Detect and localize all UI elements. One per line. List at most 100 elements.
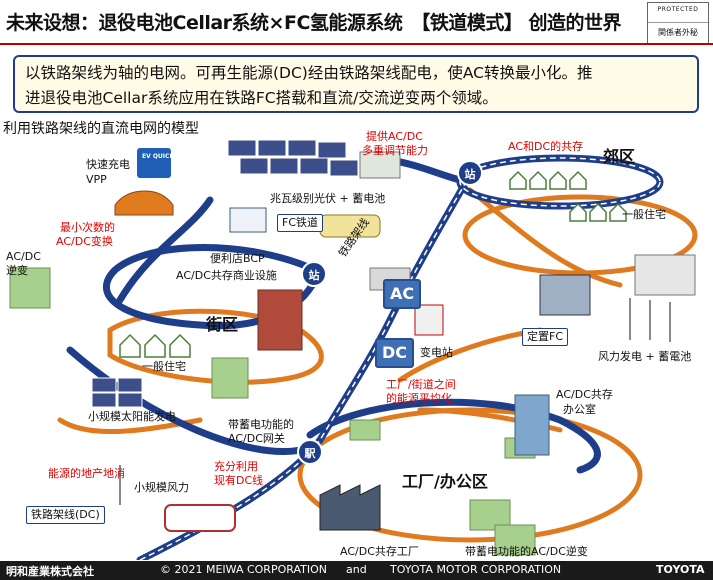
station-town: 站 <box>301 261 327 287</box>
house-town-1 <box>119 333 141 358</box>
factory-office-label: 工厂/办公区 <box>402 472 488 491</box>
convenience-bcp-label: 便利店BCP <box>210 252 265 265</box>
train-bottom-body <box>164 504 236 532</box>
rail-branch-west <box>66 346 304 455</box>
use-dc-line-label-1: 充分利用 <box>214 460 258 473</box>
station-suburb: 站 <box>457 160 483 186</box>
orange-line-substation <box>397 327 543 383</box>
house-town-2 <box>144 333 166 358</box>
small-solar-panel-3 <box>91 392 117 408</box>
footer-bar: 明和産業株式会社 © 2021 MEIWA CORPORATION and TO… <box>0 561 713 580</box>
solar-panel-2 <box>257 139 287 157</box>
house-suburb-1 <box>509 170 527 190</box>
solar-array <box>227 139 359 177</box>
page-title: 未来设想：退役电池Cellar系统×FC氢能源系统 【铁道模式】 创造的世界 <box>6 12 622 34</box>
protected-text: 関係者外秘 <box>648 22 708 38</box>
stationary-fc-label: 定置FC <box>522 328 569 346</box>
stationary-fc-unit <box>539 274 591 316</box>
orange-loop-factory <box>297 407 643 543</box>
station-factory: 駅 <box>297 439 323 465</box>
commercial-building <box>257 289 303 351</box>
storage-inverter-label: 带蓄电功能的AC/DC逆变 <box>465 545 588 558</box>
small-solar-panel-1 <box>91 377 117 393</box>
summary-line-2: 进退役电池Cellar系统应用在铁路FC搭载和直流/交流逆变两个领域。 <box>25 89 498 107</box>
min-acdc-label-2: AC/DC变换 <box>56 235 113 248</box>
storage-gateway-label-1: 带蓄电功能的 <box>228 418 294 431</box>
acdc-office-label-1: AC/DC共存 <box>556 388 613 401</box>
fc-railway-label: FC铁道 <box>277 214 324 232</box>
ev-car <box>114 190 174 216</box>
small-wind-label: 小规模风力 <box>134 481 189 494</box>
acdc-inverter-label-1: AC/DC <box>6 250 41 263</box>
rail-branch-ev <box>116 196 214 304</box>
wind-storage-label: 风力发电 + 蓄電池 <box>598 350 692 363</box>
mw-solar-label: 兆瓦级别光伏 + 蓄电池 <box>270 192 386 205</box>
houses <box>119 170 627 358</box>
orange-grid-lines <box>57 187 698 543</box>
solar-panel-6 <box>269 157 299 175</box>
provide-acdc-label-1: 提供AC/DC <box>366 130 423 143</box>
solar-panel-1 <box>227 139 257 157</box>
solar-panel-3 <box>287 139 317 157</box>
house-suburb-3 <box>549 170 567 190</box>
small-solar-array <box>91 377 143 408</box>
factory-street-balance-label-2: 的能源平均化 <box>386 392 452 405</box>
summary-line-1: 以铁路架线为轴的电网。可再生能源(DC)经由铁路架线配电，使AC转换最小化。推 <box>25 64 593 82</box>
ev-charger-sign <box>137 148 171 178</box>
small-solar-panel-4 <box>117 392 143 408</box>
rail-main-dash <box>139 174 471 560</box>
footer-copyright: © 2021 MEIWA CORPORATION <box>160 563 327 576</box>
summary-box: 以铁路架线为轴的电网。可再生能源(DC)经由铁路架线配电，使AC转换最小化。推 … <box>13 55 699 113</box>
battery-gateway <box>211 357 249 399</box>
ev-quick-label: EV QUICK <box>142 153 175 160</box>
general-housing-right-label: 一般住宅 <box>622 208 666 221</box>
fast-charge-label: 快速充电 <box>86 158 130 171</box>
solar-panel-7 <box>299 157 329 175</box>
diagram-subtitle: 利用铁路架线的直流电网的模型 <box>3 121 199 137</box>
orange-line-east <box>467 187 623 288</box>
battery-factory-left <box>349 419 381 441</box>
solar-panel-4 <box>317 141 347 159</box>
battery-inverter <box>494 524 536 556</box>
substation-unit <box>414 304 444 336</box>
footer-toyota-corp: TOYOTA MOTOR CORPORATION <box>390 563 562 576</box>
wind-turbines <box>119 298 671 505</box>
grid-diagram <box>9 139 698 560</box>
small-solar-panel-2 <box>117 377 143 393</box>
house-suburb-7 <box>609 202 627 222</box>
small-solar-label: 小规模太阳能发电 <box>88 410 176 423</box>
vpp-label: VPP <box>86 173 107 186</box>
acdc-office-label-2: 办公室 <box>563 403 596 416</box>
acdc-factory-label: AC/DC共存工厂 <box>340 545 419 558</box>
min-acdc-label-1: 最小次数的 <box>60 221 115 234</box>
footer-and: and <box>346 563 367 576</box>
general-housing-left-label: 一般住宅 <box>142 360 186 373</box>
office-tower <box>514 394 550 456</box>
factory-street-balance-label-1: 工厂/街道之间 <box>386 378 456 391</box>
house-suburb-5 <box>569 202 587 222</box>
house-suburb-6 <box>589 202 607 222</box>
protected-stamp: PROTECTED 関係者外秘 <box>647 2 709 44</box>
railway-wire-dc-label: 铁路架线(DC) <box>26 506 105 524</box>
ac-dc-coexist-label: AC和DC的共存 <box>508 140 584 153</box>
orange-loop-town <box>107 308 324 385</box>
acdc-inverter-label-2: 逆变 <box>6 264 28 277</box>
provide-acdc-label-2: 多重调节能力 <box>362 144 428 157</box>
solar-panel-8 <box>329 159 359 177</box>
house-town-3 <box>169 333 191 358</box>
street-area-label: 街区 <box>206 315 239 334</box>
footer-toyota: TOYOTA <box>656 563 705 576</box>
acdc-commercial-label: AC/DC共存商业设施 <box>176 269 277 282</box>
storage-gateway-label-2: AC/DC网关 <box>228 432 285 445</box>
title-divider <box>0 43 713 45</box>
factory-building <box>319 484 381 531</box>
battery-container-top <box>359 151 401 179</box>
battery-left <box>9 267 51 309</box>
use-dc-line-label-2: 现有DC线 <box>214 474 264 487</box>
house-suburb-2 <box>529 170 547 190</box>
ac-badge: AC <box>383 279 422 309</box>
solar-panel-5 <box>239 157 269 175</box>
house-suburb-4 <box>569 170 587 190</box>
suburb-label: 郊区 <box>603 147 636 166</box>
